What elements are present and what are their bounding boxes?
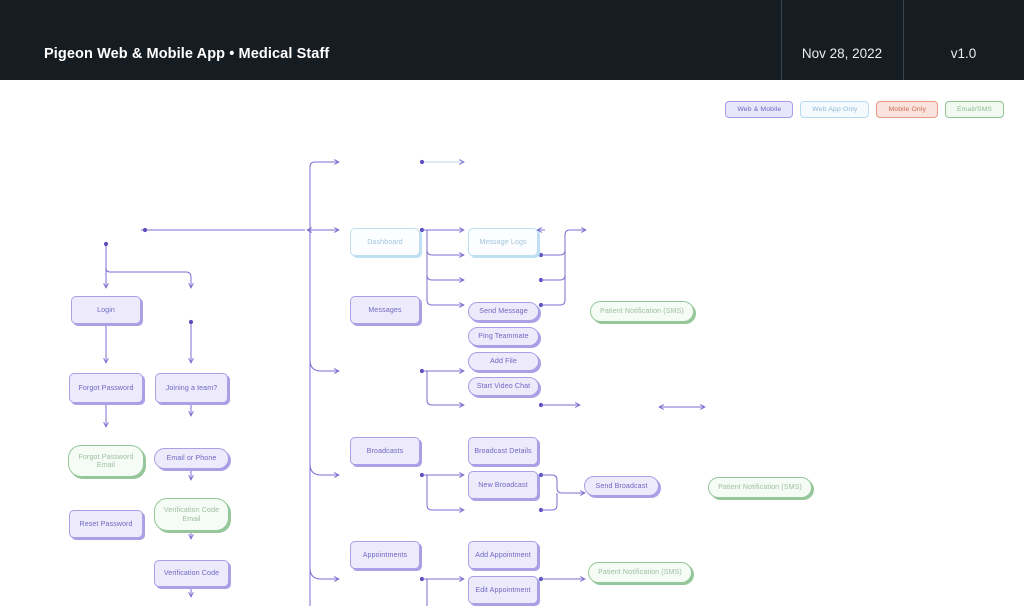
page-title: Pigeon Web & Mobile App • Medical Staff	[44, 46, 330, 62]
node-dashboard[interactable]: Dashboard	[350, 228, 420, 256]
flow-canvas: Web & Mobile Web App Only Mobile Only Em…	[0, 80, 1024, 606]
page-header: Pigeon Web & Mobile App • Medical Staff …	[0, 0, 1024, 80]
node-send-broadcast[interactable]: Send Broadcast	[584, 476, 659, 496]
node-edit-appointment[interactable]: Edit Appointment	[468, 576, 538, 604]
node-forgot-password[interactable]: Forgot Password	[69, 373, 143, 403]
node-broadcasts-patient-notification[interactable]: Patient Notification (SMS)	[708, 477, 812, 498]
node-joining-a-team[interactable]: Joining a team?	[155, 373, 228, 403]
node-email-or-phone[interactable]: Email or Phone	[154, 448, 229, 469]
node-messages[interactable]: Messages	[350, 296, 420, 324]
header-divider-left	[781, 0, 782, 80]
node-verification-code[interactable]: Verification Code	[154, 560, 229, 587]
node-send-message[interactable]: Send Message	[468, 302, 539, 321]
header-divider-right	[903, 0, 904, 80]
node-broadcast-details[interactable]: Broadcast Details	[468, 437, 538, 465]
node-reset-password[interactable]: Reset Password	[69, 510, 143, 538]
node-new-broadcast[interactable]: New Broadcast	[468, 471, 538, 499]
header-version: v1.0	[950, 46, 977, 61]
legend-chip-mobile-only[interactable]: Mobile Only	[876, 101, 939, 118]
node-messages-patient-notification[interactable]: Patient Notification (SMS)	[590, 301, 694, 322]
node-message-logs[interactable]: Message Logs	[468, 228, 538, 256]
node-login[interactable]: Login	[71, 296, 141, 324]
legend-chip-email-sms[interactable]: Email/SMS	[945, 101, 1004, 118]
node-verification-code-email[interactable]: Verification Code Email	[154, 498, 229, 531]
legend-chip-web-app-only[interactable]: Web App Only	[800, 101, 870, 118]
node-add-file[interactable]: Add File	[468, 352, 539, 371]
legend: Web & Mobile Web App Only Mobile Only Em…	[725, 101, 1004, 118]
node-forgot-password-email[interactable]: Forgot Password Email	[68, 445, 144, 477]
node-add-appointment[interactable]: Add Appointment	[468, 541, 538, 569]
header-date: Nov 28, 2022	[801, 46, 883, 61]
node-ping-teammate[interactable]: Ping Teammate	[468, 327, 539, 346]
node-start-video-chat[interactable]: Start Video Chat	[468, 377, 539, 396]
node-appointments[interactable]: Appointments	[350, 541, 420, 569]
legend-chip-web-mobile[interactable]: Web & Mobile	[725, 101, 794, 118]
node-broadcasts[interactable]: Broadcasts	[350, 437, 420, 465]
node-appointments-patient-notification[interactable]: Patient Notification (SMS)	[588, 562, 692, 583]
